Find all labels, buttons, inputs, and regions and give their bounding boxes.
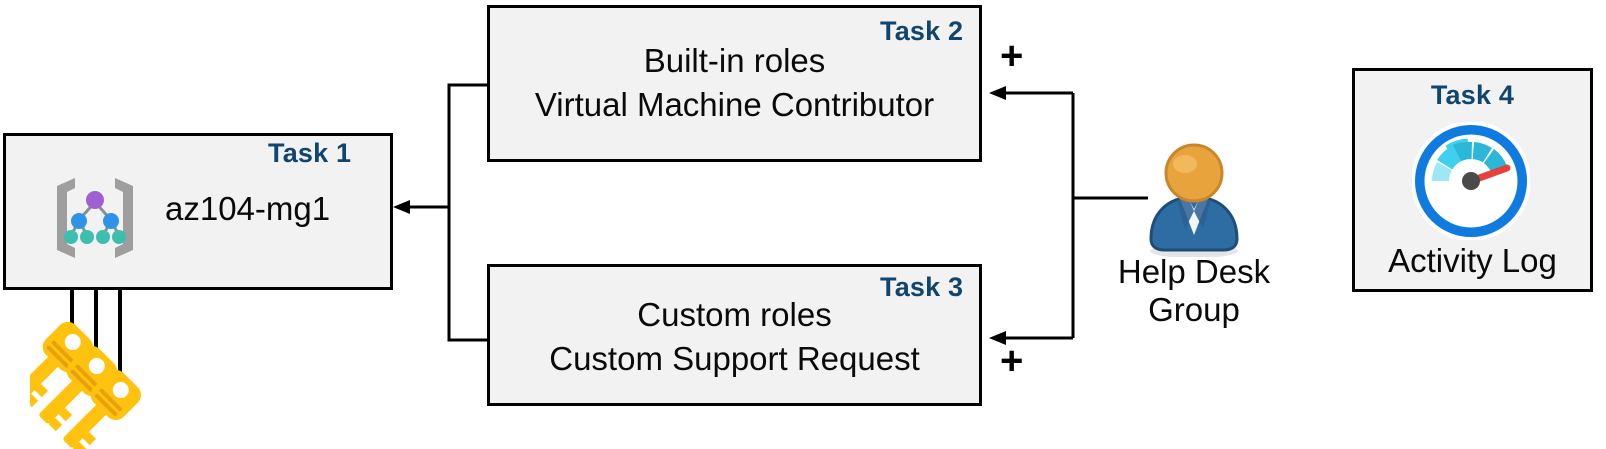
actor-caption-line1: Help Desk <box>1117 253 1271 290</box>
management-group-icon <box>45 168 145 268</box>
task1-label: Task 1 <box>268 138 352 168</box>
plus-operator-bottom: + <box>1000 339 1024 383</box>
task-box-task3[interactable] <box>487 264 982 406</box>
task2-label: Task 2 <box>880 16 964 46</box>
task1-text: az104-mg1 <box>165 190 331 227</box>
task-box-task2[interactable] <box>487 5 982 162</box>
task2-line1: Built-in roles <box>643 42 826 79</box>
keys-icon <box>15 312 170 449</box>
task4-label: Task 4 <box>1430 80 1515 110</box>
task4-text: Activity Log <box>1388 242 1557 279</box>
task-box-task1[interactable] <box>3 133 393 290</box>
activity-log-gauge-icon <box>1411 121 1531 241</box>
task3-line2: Custom Support Request <box>549 340 920 377</box>
actor-caption-line2: Group <box>1148 291 1240 328</box>
task3-label: Task 3 <box>880 272 964 302</box>
left-bracket-connector <box>393 83 502 342</box>
task2-line2: Virtual Machine Contributor <box>534 86 935 123</box>
plus-operator-top: + <box>1000 34 1024 78</box>
task3-line1: Custom roles <box>637 296 832 333</box>
user-group-icon <box>1133 139 1255 258</box>
